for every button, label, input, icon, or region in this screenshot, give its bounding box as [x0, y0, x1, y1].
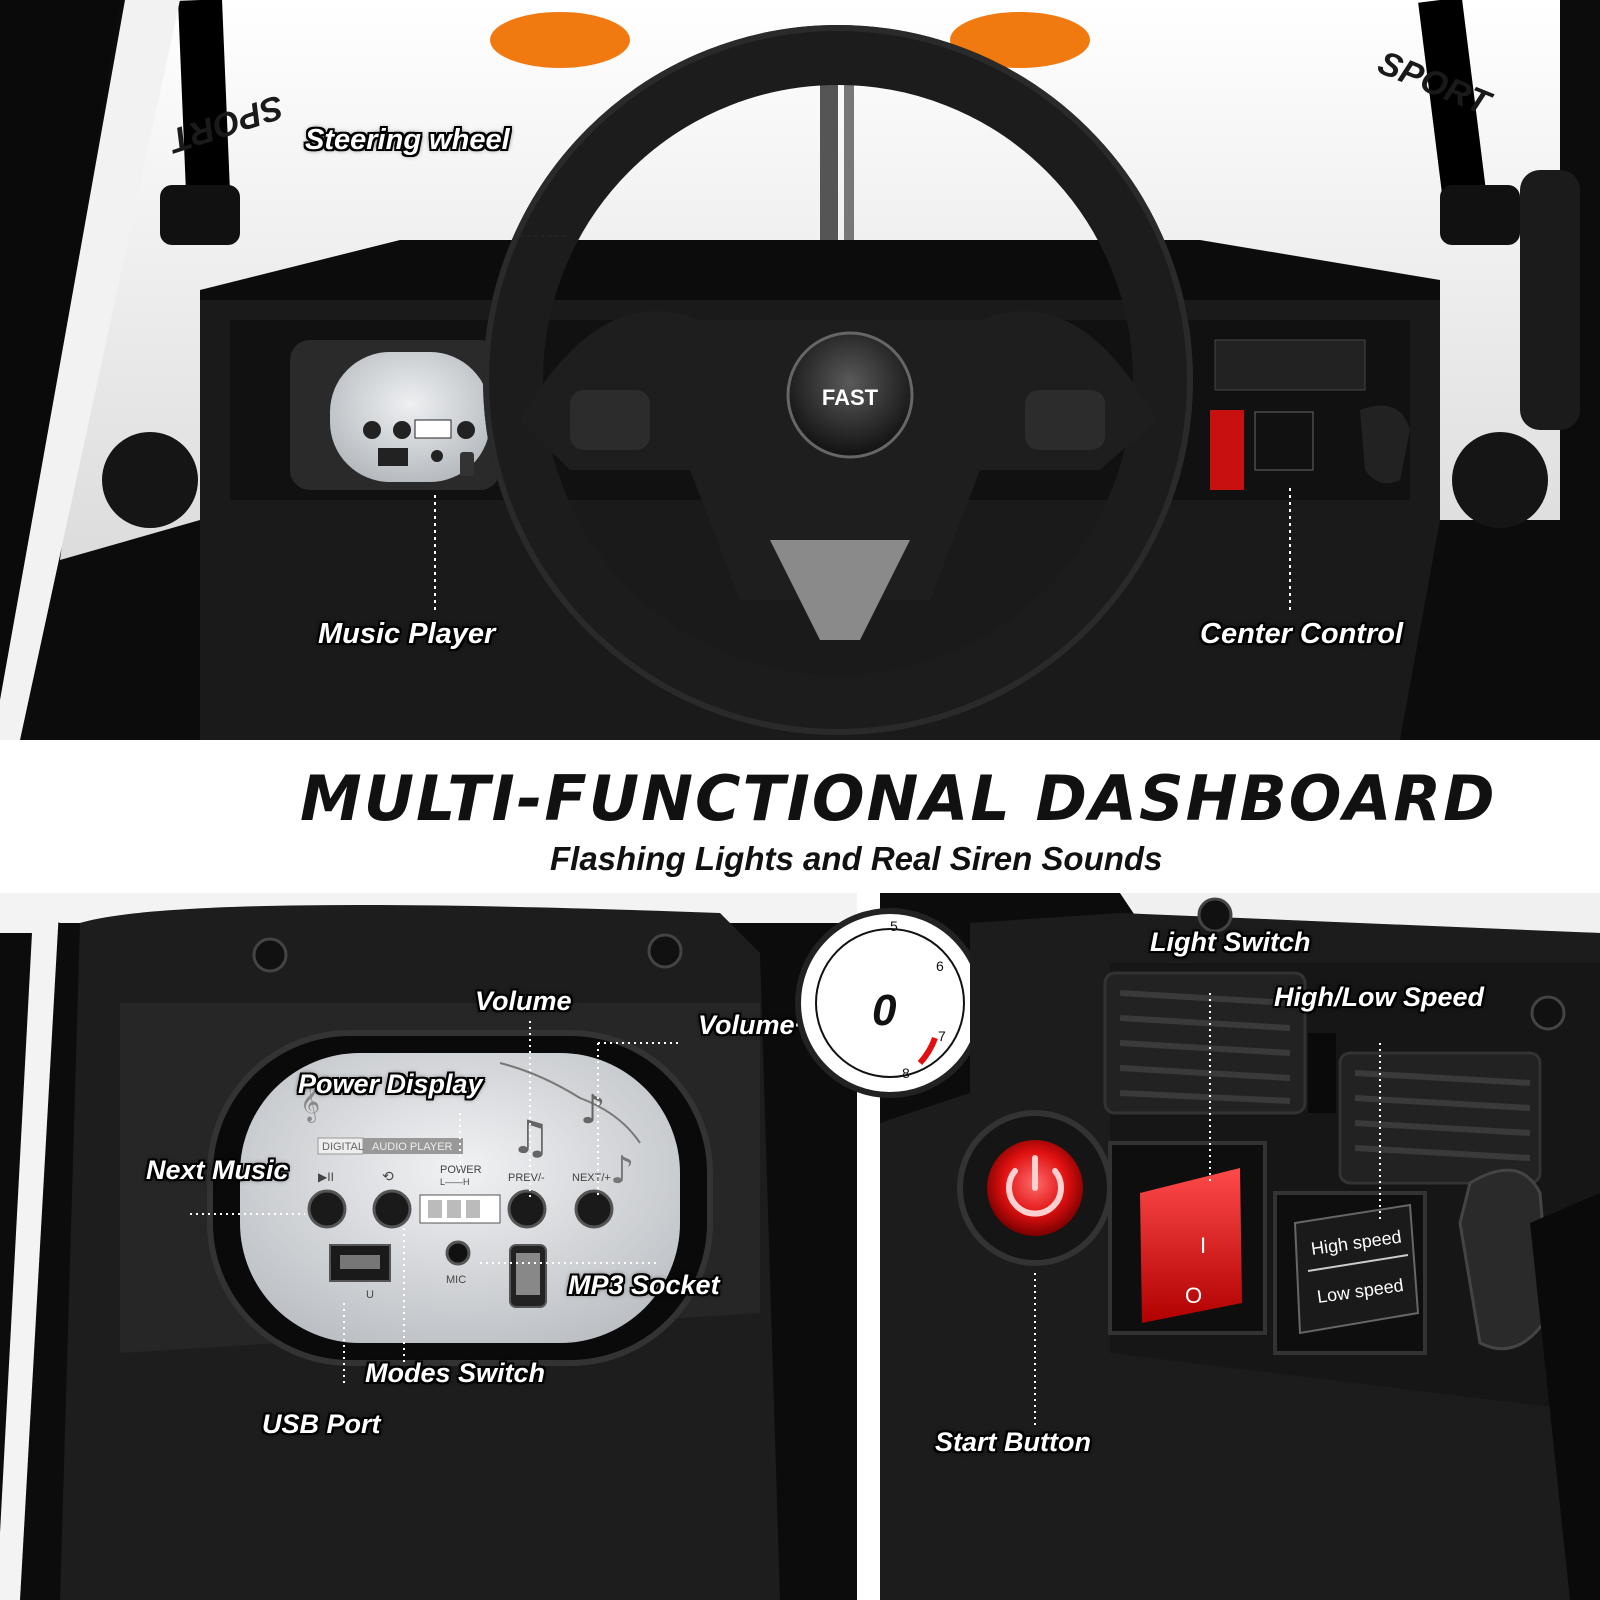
power-icon	[1006, 1168, 1064, 1217]
center-control-illustration: 5 6 7 8 0	[795, 893, 1600, 1600]
label-mp3-socket: MP3 Socket	[568, 1270, 720, 1300]
prev-text: PREV/-	[508, 1172, 545, 1184]
usb-text: U	[366, 1289, 374, 1301]
label-volume: Volume	[475, 986, 572, 1016]
label-steering-wheel: Steering wheel	[305, 124, 510, 156]
mic-socket	[445, 1240, 471, 1266]
light-switch	[1140, 1168, 1242, 1323]
steering-view-photo: FAST SPORT SPORT Steering wheel Music Pl…	[0, 0, 1600, 740]
label-music-player: Music Player	[318, 618, 496, 650]
speed-selector	[1293, 1203, 1420, 1335]
label-volume-plus: Volume+	[698, 1010, 811, 1040]
label-modes-switch: Modes Switch	[365, 1358, 546, 1388]
fast-horn-button	[786, 331, 914, 459]
headline-title: MULTI-FUNCTIONAL DASHBOARD	[300, 762, 1497, 835]
svg-text:♪: ♪	[580, 1087, 606, 1133]
label-high-low-speed: High/Low Speed	[1274, 982, 1485, 1012]
modes-switch-button	[372, 1189, 412, 1229]
music-player-closeup: ♫ ♪ ♪ 𝄞 DIGITAL AUDIO PLAYER ▶II ⟲ POWER…	[0, 893, 857, 1600]
gauge-5: 5	[890, 918, 898, 934]
label-power-display: Power Display	[298, 1069, 483, 1099]
svg-text:𝄞: 𝄞	[300, 1082, 320, 1123]
switch-off-text: O	[1185, 1283, 1202, 1308]
play-pause-button	[307, 1189, 347, 1229]
svg-text:♪: ♪	[610, 1148, 634, 1192]
steering-view-illustration: FAST SPORT SPORT	[0, 0, 1580, 740]
gauge-digit: 0	[872, 986, 897, 1035]
gauge-6: 6	[936, 958, 944, 974]
volume-minus-button	[507, 1189, 547, 1229]
label-light-switch: Light Switch	[1150, 927, 1311, 957]
mic-text: MIC	[446, 1274, 466, 1286]
horn-label: FAST	[822, 385, 879, 410]
gauge-7: 7	[938, 1028, 946, 1044]
switch-on-text: I	[1200, 1233, 1206, 1258]
player-title-b: AUDIO PLAYER	[372, 1141, 453, 1153]
play-pause-text: ▶II	[318, 1170, 334, 1184]
air-vent-right	[1338, 1051, 1542, 1185]
power-text: POWER	[440, 1164, 482, 1176]
volume-plus-button	[574, 1189, 614, 1229]
orange-light-left	[490, 12, 630, 68]
power-scale: L——H	[440, 1177, 470, 1187]
air-vent-left	[1103, 971, 1307, 1115]
music-player-thumb	[330, 352, 490, 482]
orange-light-right	[950, 12, 1090, 68]
label-usb-port: USB Port	[262, 1409, 381, 1439]
headline-subtitle: Flashing Lights and Real Siren Sounds	[550, 840, 1163, 877]
repeat-icon: ⟲	[382, 1169, 394, 1185]
label-start-button: Start Button	[935, 1427, 1091, 1457]
player-title-a: DIGITAL	[322, 1141, 364, 1153]
next-text: NEXT/+	[572, 1172, 611, 1184]
gauge-8: 8	[902, 1065, 910, 1081]
center-control-closeup: 5 6 7 8 0	[795, 893, 1600, 1600]
music-player-illustration: ♫ ♪ ♪ 𝄞 DIGITAL AUDIO PLAYER ▶II ⟲ POWER…	[0, 893, 857, 1600]
label-next-music: Next Music	[146, 1155, 289, 1185]
label-center-control: Center Control	[1200, 618, 1403, 650]
steering-wheel-rim	[483, 25, 1193, 735]
